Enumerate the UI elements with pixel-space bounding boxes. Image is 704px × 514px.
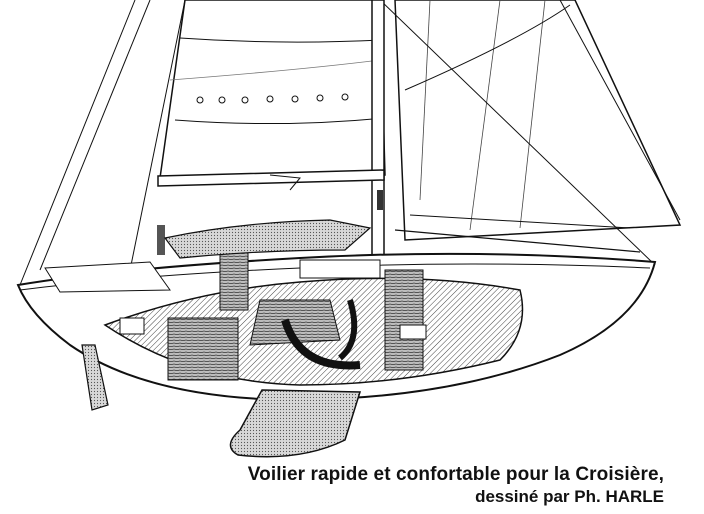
headsail [394,0,682,241]
cabin-interior [103,247,524,386]
rigging [19,0,681,286]
keel [229,389,362,458]
caption-title: Voilier rapide et confortable pour la Cr… [247,464,664,485]
boom [157,169,385,255]
rudder [81,344,109,411]
mainsail [159,0,386,179]
caption-designer: dessiné par Ph. HARLE [475,487,664,506]
reef-points [196,93,349,104]
deck-coachroof [44,214,641,293]
mast [371,0,385,263]
